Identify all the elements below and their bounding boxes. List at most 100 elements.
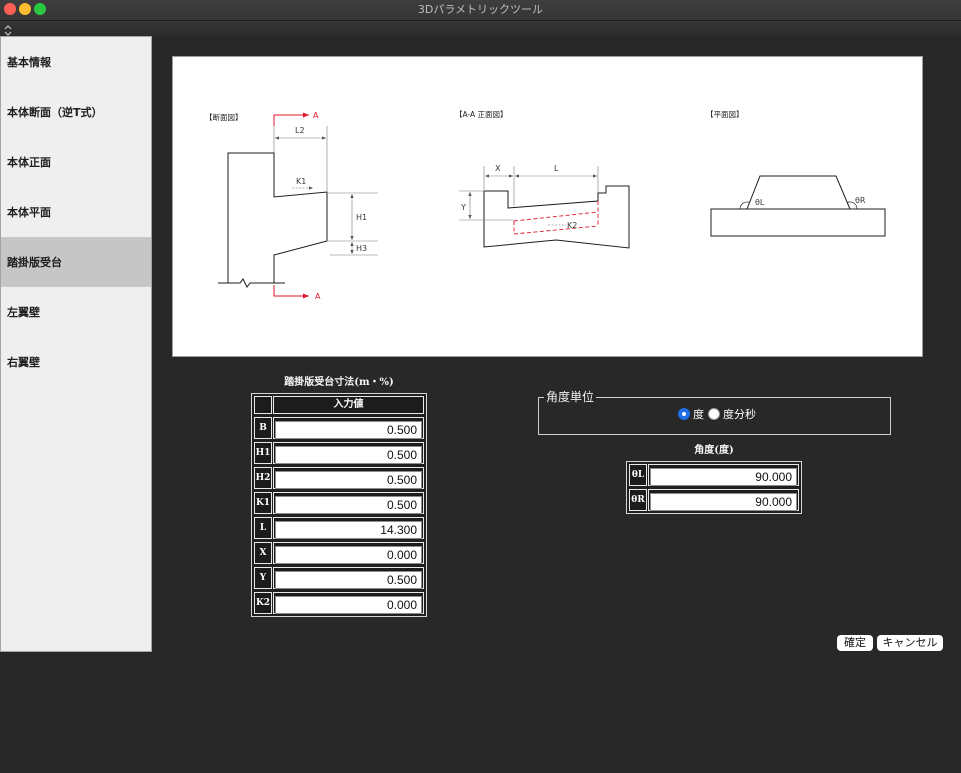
drawing-canvas: 【断面図】 A A L2 K1 H1 H3 【A-A 正面図】 [205,110,886,301]
value-input-x[interactable] [275,546,422,564]
value-cell [273,442,424,464]
table-row: Y [254,567,424,589]
cancel-button[interactable]: キャンセル [877,635,943,651]
sidebar-item-left-wing-wall[interactable]: 左翼壁 [1,287,151,337]
k2-label: K2 [567,221,577,230]
row-label: K2 [254,592,272,614]
cut-label-bottom: A [315,292,321,301]
table-row: θR [629,489,799,511]
l-label: L [554,164,559,173]
radio-dms-label: 度分秒 [723,408,756,421]
value-cell [273,567,424,589]
angle-input-theta-l[interactable] [650,468,797,486]
table-header-row: 入力値 [254,396,424,414]
sidebar: 基本情報 本体断面（逆T式） 本体正面 本体平面 踏掛版受台 左翼壁 右翼壁 [0,36,152,652]
radio-dms-button[interactable] [708,408,720,420]
value-cell [648,464,799,486]
sidebar-item-label: 基本情報 [7,56,51,69]
close-window-button[interactable] [4,3,16,15]
sidebar-item-label: 左翼壁 [7,306,40,319]
value-cell [273,517,424,539]
value-input-b[interactable] [275,421,422,439]
sidebar-item-approach-slab-seat[interactable]: 踏掛版受台 [1,237,151,287]
value-input-h2[interactable] [275,471,422,489]
table-row: B [254,417,424,439]
radio-option-degree[interactable]: 度 [678,408,704,421]
theta-r-label: θR [855,196,866,205]
sidebar-item-right-wing-wall[interactable]: 右翼壁 [1,337,151,387]
table-row: X [254,542,424,564]
sidebar-item-basic-info[interactable]: 基本情報 [1,37,151,87]
l2-label: L2 [295,126,305,135]
theta-l-arc [739,201,750,210]
value-cell [273,467,424,489]
chevron-up-icon [4,25,12,30]
plan-trapezoid [746,175,851,210]
row-label: θR [629,489,647,511]
table-row: θL [629,464,799,486]
k2-slope-bottom [513,225,599,235]
h1-label: H1 [356,213,367,222]
angle-table: θL θR [626,461,802,514]
sidebar-item-body-section[interactable]: 本体断面（逆T式） [1,87,151,137]
value-cell [273,542,424,564]
cut-line-arrow-bottom [273,285,309,299]
row-label: H1 [254,442,272,464]
header-corner-cell [254,396,272,414]
value-input-k1[interactable] [275,496,422,514]
up-down-chevron-icon[interactable] [3,22,13,36]
window-title: 3Dパラメトリックツール [417,3,544,16]
value-cell [273,417,424,439]
h3-label: H3 [356,244,367,253]
table-row: K2 [254,592,424,614]
window-titlebar[interactable]: 3Dパラメトリックツール [0,0,961,20]
plan-view-diagram: 【平面図】 θL θR [706,110,886,237]
angle-unit-group: 角度単位 度 度分秒 [538,389,891,435]
x-label: X [495,164,501,173]
chevron-down-icon [4,31,12,36]
value-input-y[interactable] [275,571,422,589]
minimize-window-button[interactable] [19,3,31,15]
row-label: Y [254,567,272,589]
value-input-k2[interactable] [275,596,422,614]
cut-line-arrow-top [273,112,309,126]
angle-unit-legend: 角度単位 [544,389,597,405]
angle-table-title: 角度(度) [694,445,734,456]
ground-break-line [218,278,285,288]
value-input-l[interactable] [275,521,422,539]
sidebar-item-label: 本体正面 [7,156,51,169]
value-cell [273,492,424,514]
drawing-panel: 【断面図】 A A L2 K1 H1 H3 【A-A 正面図】 [172,56,923,357]
theta-l-label: θL [755,198,765,207]
k1-label: K1 [296,177,306,186]
table-row: L [254,517,424,539]
section-view-title: 【断面図】 [205,112,243,122]
dimensions-table-title: 踏掛版受台寸法(m・%) [284,377,394,388]
input-value-header: 入力値 [273,396,424,414]
y-label: Y [460,203,466,212]
row-label: L [254,517,272,539]
sidebar-item-body-plan[interactable]: 本体平面 [1,187,151,237]
table-row: H2 [254,467,424,489]
value-cell [648,489,799,511]
dimensions-table: 入力値 B H1 H2 K1 L X Y K2 [251,393,427,617]
angle-input-theta-r[interactable] [650,493,797,511]
sidebar-item-label: 右翼壁 [7,356,40,369]
radio-degree-button[interactable] [678,408,690,420]
zoom-window-button[interactable] [34,3,46,15]
front-view-diagram: 【A-A 正面図】 X L Y K2 [455,110,630,249]
section-view-diagram: 【断面図】 A A L2 K1 H1 H3 [205,111,378,301]
value-input-h1[interactable] [275,446,422,464]
radio-option-dms[interactable]: 度分秒 [708,408,756,421]
plan-base-rectangle [710,208,886,237]
sidebar-item-body-front[interactable]: 本体正面 [1,137,151,187]
angle-unit-radio-group: 度 度分秒 [678,408,760,421]
front-view-title: 【A-A 正面図】 [455,110,508,119]
row-label: B [254,417,272,439]
table-row: H1 [254,442,424,464]
up-down-chevron-icon-graphic [4,25,12,36]
front-outline [483,185,630,249]
cut-label-top: A [313,111,319,120]
value-cell [273,592,424,614]
confirm-button[interactable]: 確定 [837,635,873,651]
